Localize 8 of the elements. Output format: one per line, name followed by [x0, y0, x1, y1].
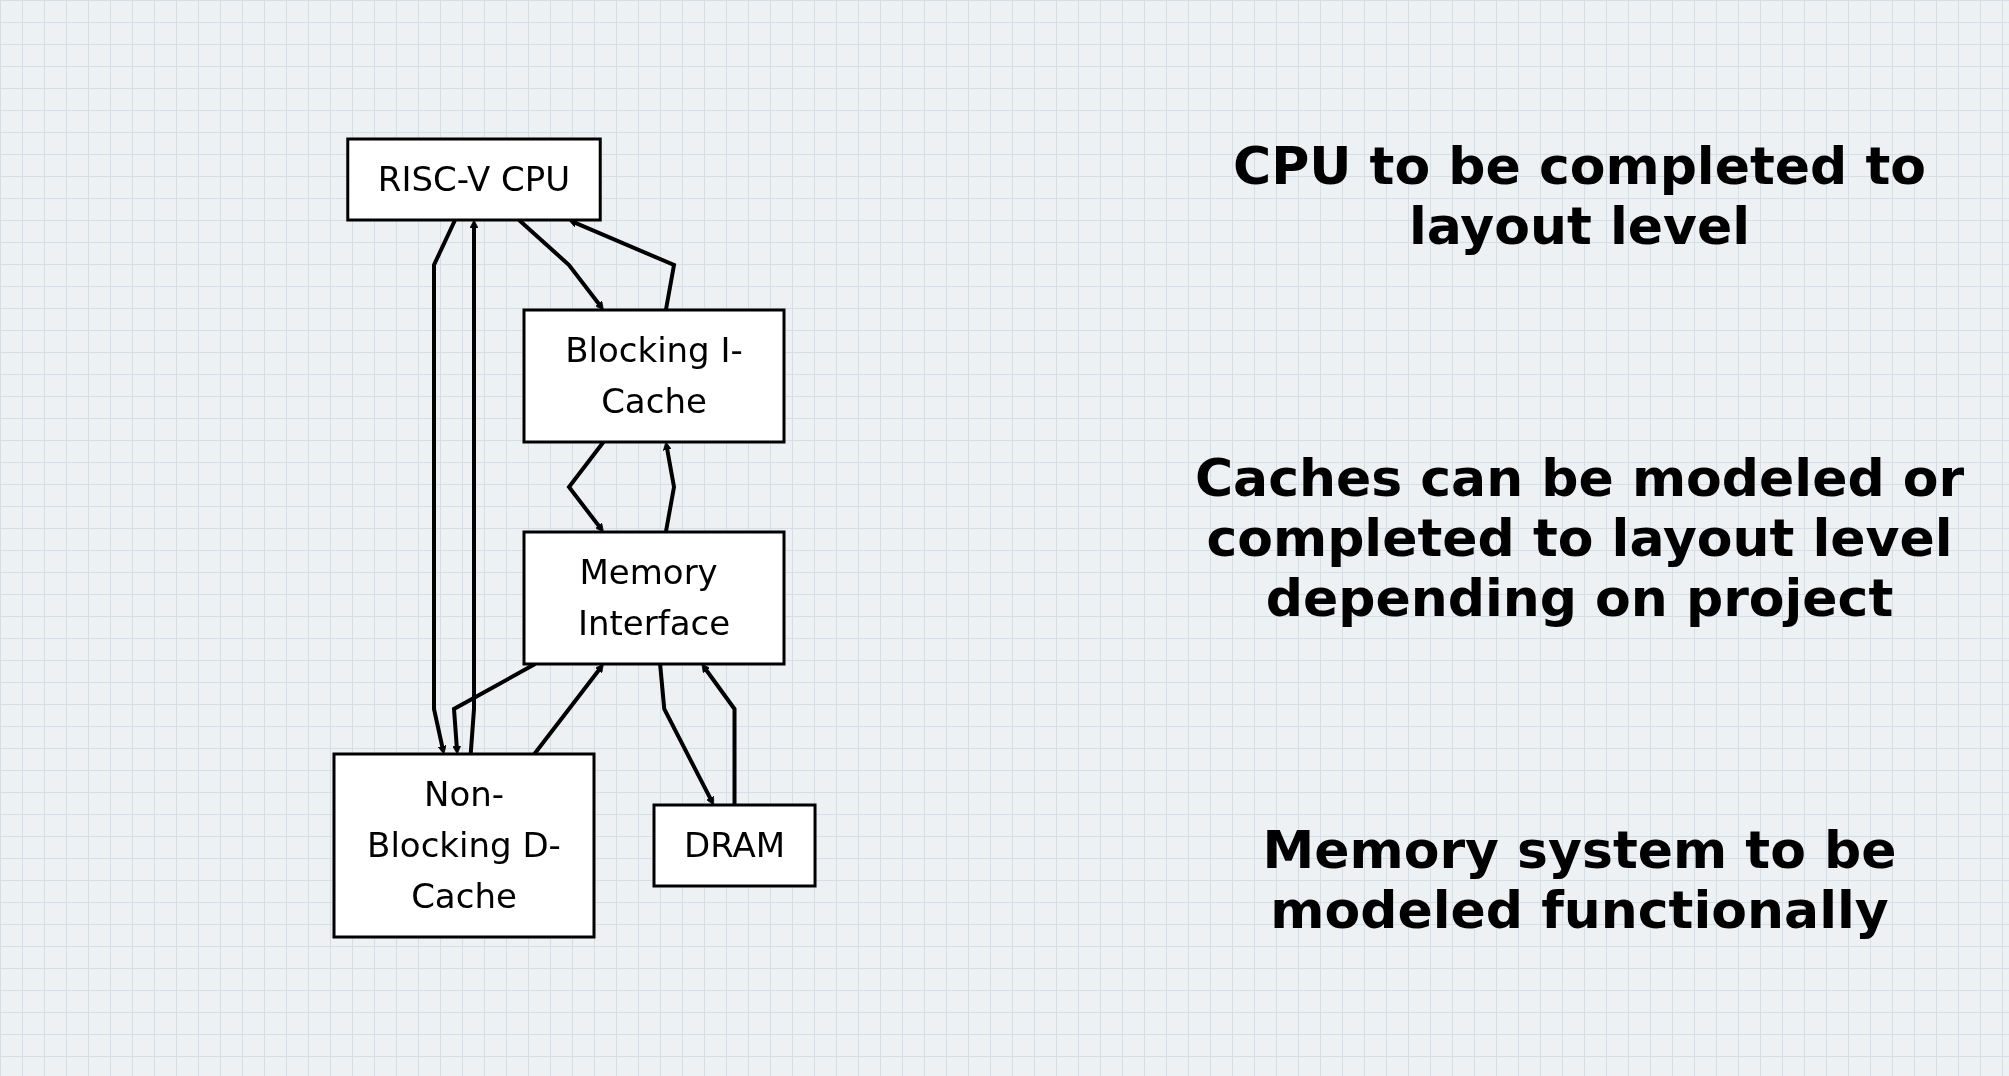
node-box: DRAM — [653, 803, 817, 888]
node-box: RISC-V CPU — [346, 137, 603, 222]
annotation-note: Caches can be modeled or completed to layout level depending on project — [1193, 448, 1966, 628]
annotation-note: Memory system to be modeled functionally — [1261, 820, 1898, 940]
annotation-note: CPU to be completed to layout level — [1232, 136, 1927, 256]
node-box: Memory Interface — [523, 530, 786, 666]
node-box: Blocking I-Cache — [523, 308, 786, 444]
node-box: Non-Blocking D-Cache — [333, 752, 596, 939]
